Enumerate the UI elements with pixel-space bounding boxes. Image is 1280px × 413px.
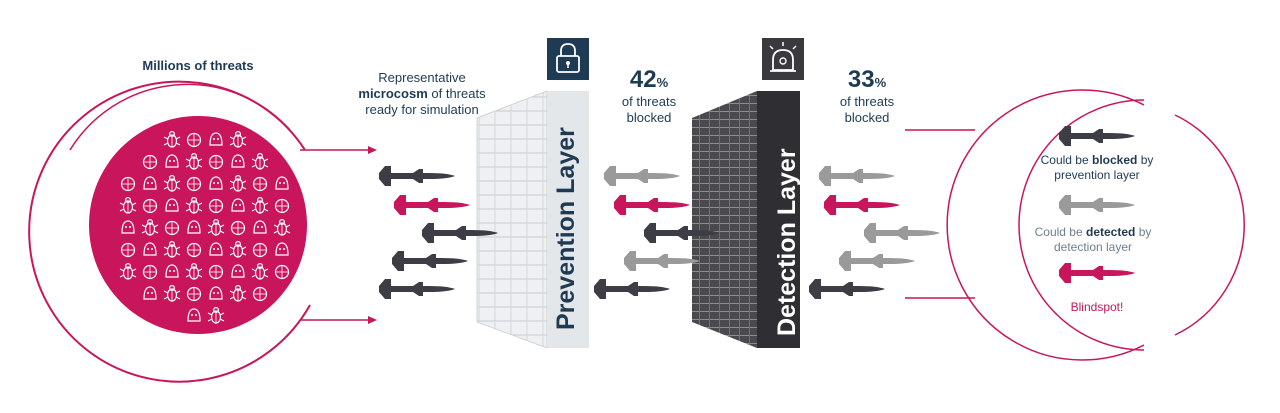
missile-icon [824,195,900,215]
threat-icon [208,264,224,280]
threats-title: Millions of threats [142,58,254,73]
missile-icon [392,251,468,271]
threat-icon [230,220,246,236]
legend-blocked: Could be blocked by prevention layer [1027,153,1167,183]
legend-detected-mid: by [1138,225,1152,239]
threat-icon [274,264,290,280]
threat-icon [142,154,158,170]
legend-blocked-mid: by [1140,153,1154,167]
legend-blindspot: Blindspot! [1070,300,1124,314]
detection-stat-caption: of threats blocked [839,94,895,125]
threat-arc-top [69,83,291,151]
threat-icon [208,154,224,170]
missile-icon [624,251,700,271]
threat-icon [208,198,224,214]
prevention-stat-unit: % [656,75,669,90]
legend-detected-pre: Could be [1034,225,1083,239]
detection-stat-unit: % [874,75,887,90]
lock-icon [556,43,580,73]
threat-arc-outer [28,80,311,383]
threat-icon [142,198,158,214]
threat-icon [252,286,268,302]
threat-icon [274,198,290,214]
threat-pool [28,80,377,383]
missile-icon [614,195,690,215]
threat-icon [142,264,158,280]
detection-stat-value: 33 [847,66,875,93]
missile-icon [819,166,895,186]
missile-icon [394,195,470,215]
threat-icon [186,286,202,302]
lock-badge [547,38,589,80]
legend-blocked-bold: blocked [1092,153,1138,167]
prevention-stat-caption: of threats blocked [621,94,677,125]
representative-post: of threats ready for simulation [365,86,486,117]
missile-icon [594,279,670,299]
legend-blocked-post: prevention layer [1054,168,1140,182]
missile-icon [379,166,455,186]
outcome-bracket [905,89,1245,361]
prevention-stat: 42% of threats blocked [594,66,704,126]
detection-stat: 33% of threats blocked [812,66,922,126]
prevention-stat-value: 42 [629,66,657,93]
missile-icon [379,279,455,299]
missile-icon [839,251,915,271]
threat-icon [186,132,202,148]
missile-icon [864,223,940,243]
representative-caption: Representative microcosm of threats read… [352,70,492,118]
threat-icon [164,220,180,236]
missile-icon [1059,195,1135,215]
threat-icon [252,242,268,258]
prevention-wall [476,38,589,349]
legend-detected: Could be detected by detection layer [1023,225,1163,255]
missile-icon [1059,126,1135,146]
prevention-layer-label: Prevention Layer [552,127,580,330]
missile-icon [604,166,680,186]
threat-icon [252,176,268,192]
threat-pool-circle [89,116,307,334]
arrow-top-head [368,146,377,154]
representative-pre: Representative [378,70,466,85]
legend-blocked-pre: Could be [1040,153,1089,167]
detection-wall [692,38,804,348]
threat-icon [186,176,202,192]
legend-detected-post: detection layer [1053,240,1133,254]
missile-icon [809,279,885,299]
missile-icon [1059,263,1135,283]
legend-detected-bold: detected [1086,225,1136,239]
threat-icon [120,176,136,192]
representative-bold: microcosm [358,86,428,101]
threat-icon [120,242,136,258]
threat-icon [186,242,202,258]
detection-layer-label: Detection Layer [773,148,801,336]
arrow-bottom-head [368,316,377,324]
alarm-bell-icon [769,42,797,72]
